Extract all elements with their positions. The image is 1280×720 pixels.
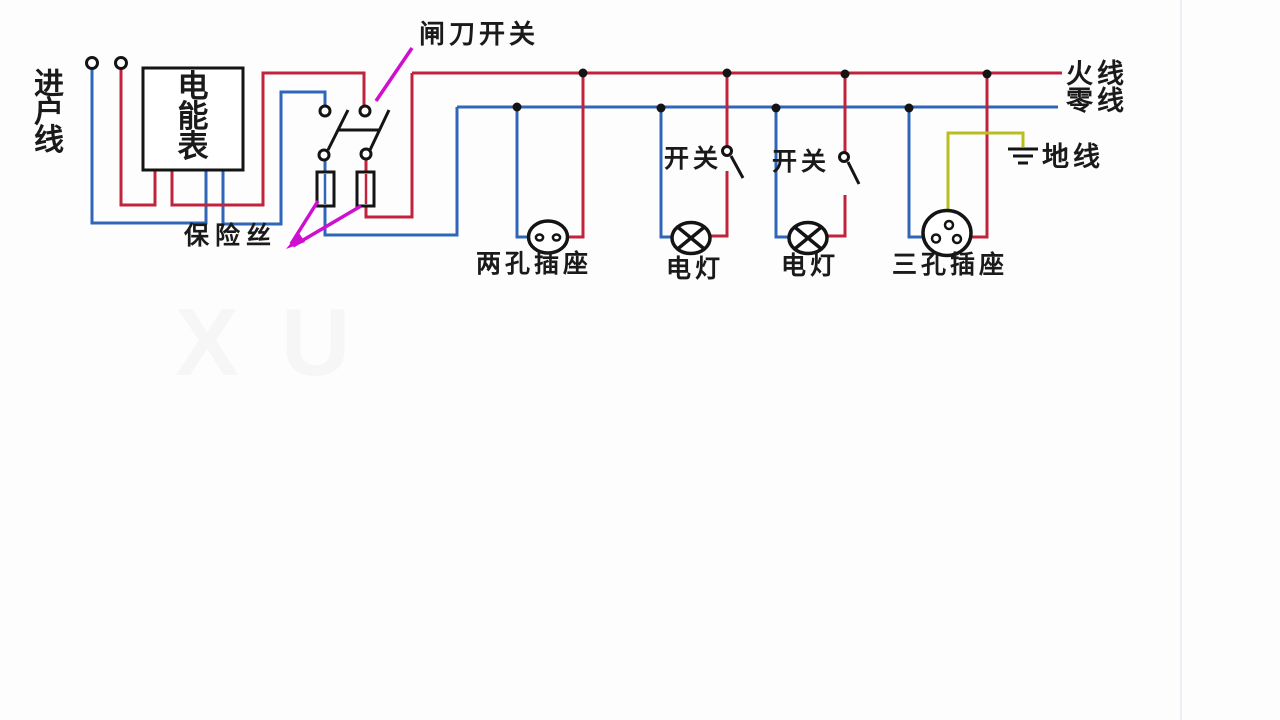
annotation-arrows — [286, 47, 414, 249]
knife-switch-blades — [326, 109, 391, 151]
live-drop-three-hole-socket — [970, 73, 989, 239]
live-wires — [119, 68, 1062, 239]
two-hole-socket-label: 两孔插座 — [476, 250, 593, 278]
lamp-switch-1-symbol — [721, 145, 745, 179]
lamp-2-symbol — [787, 220, 829, 256]
energy-meter-label: 电能表 — [177, 69, 209, 164]
terminal-neutral — [85, 56, 99, 70]
ground-wire-label: 地线 — [1042, 142, 1104, 172]
ground-wire — [946, 131, 1025, 215]
fuse-label: 保险丝 — [184, 222, 278, 250]
lamp-1-label: 电灯 — [666, 255, 725, 283]
neutral-drop-lamp-1 — [659, 107, 674, 239]
neutral-drop-two-hole-socket — [515, 107, 531, 239]
service-entrance-terminals — [85, 56, 128, 70]
lamp-switch-1-label: 开关 — [664, 145, 723, 173]
fuse-pointer-line-1 — [289, 200, 320, 245]
lamp-1-symbol — [670, 220, 712, 256]
three-hole-socket-symbol — [921, 208, 973, 258]
neutral-wire-label: 零线 — [1066, 86, 1128, 116]
lamp-switch-2-symbol — [838, 151, 861, 185]
knife-switch-terminals — [317, 104, 373, 162]
fuse-pointer-line-2 — [292, 204, 362, 248]
lamp-switch-2-label: 开关 — [772, 148, 831, 176]
terminal-live — [114, 56, 128, 70]
neutral-entrance-to-meter-wire — [90, 68, 208, 225]
fuse-symbols — [315, 170, 376, 208]
knife-switch-label: 闸刀开关 — [419, 19, 540, 49]
knife-switch-pointer-line — [374, 47, 414, 102]
live-wire-label: 火线 — [1066, 59, 1128, 89]
live-drop-lamp-1-lower — [709, 171, 729, 238]
earth-symbol — [1008, 147, 1038, 165]
neutral-drop-lamp-2 — [774, 107, 791, 239]
junction-dots — [512, 68, 992, 113]
neutral-meter-to-switch-wire — [221, 90, 327, 226]
neutral-drop-three-hole-socket — [907, 107, 925, 239]
two-hole-socket-symbol — [526, 219, 570, 255]
live-drop-two-hole-socket — [566, 73, 585, 239]
knife-switch-symbol — [317, 104, 391, 162]
lamp-2-label: 电灯 — [781, 252, 840, 280]
energy-meter-box — [141, 66, 245, 172]
live-meter-to-switch-wire — [170, 71, 366, 207]
three-hole-socket-label: 三孔插座 — [892, 251, 1009, 279]
live-drop-lamp-2-lower — [826, 195, 847, 238]
watermark-text: XU — [175, 288, 392, 398]
fuse-pointer-arrowhead — [286, 233, 305, 249]
service-entrance-label: 进户线 — [34, 68, 64, 157]
live-entrance-to-meter-wire — [119, 68, 157, 207]
